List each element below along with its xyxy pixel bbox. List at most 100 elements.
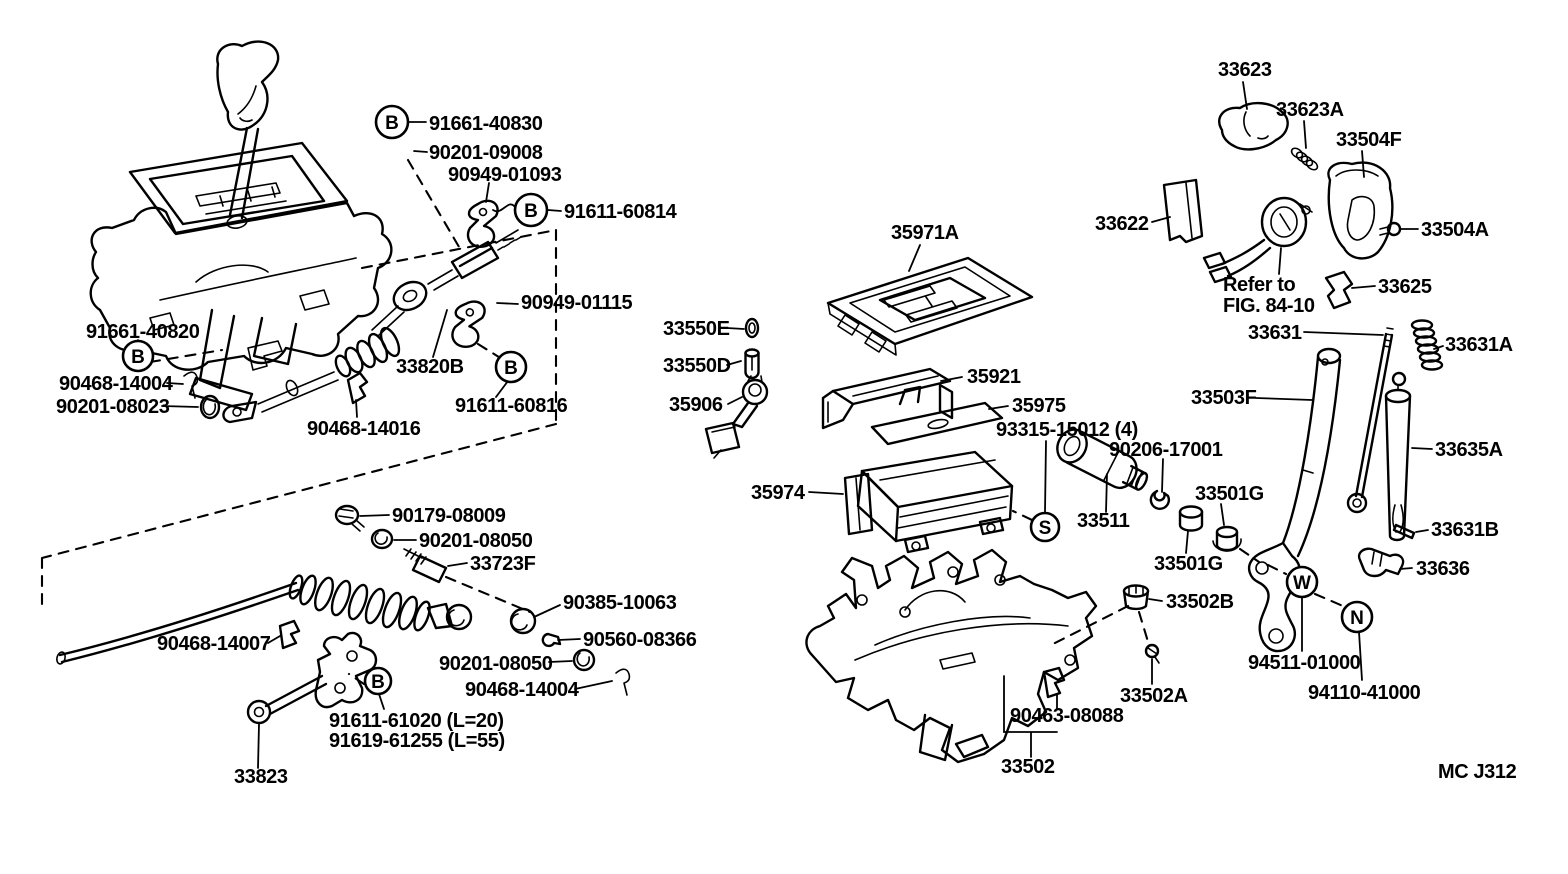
bolt-90179-08009	[334, 504, 365, 532]
part-label-33823: 33823	[234, 766, 288, 788]
part-label-90560-08366: 90560-08366	[583, 629, 697, 651]
spring-33623A-art	[1290, 147, 1319, 171]
clip-90468-14016	[346, 371, 369, 405]
drawing-code: MC J312	[1438, 761, 1517, 783]
part-label-33623A: 33623A	[1276, 99, 1344, 121]
clip-90468-14004-b	[615, 668, 631, 696]
cable-thread-tip	[495, 229, 522, 251]
cable-boot	[334, 326, 401, 378]
marker-b-5: B	[363, 666, 393, 696]
c-clip-90206-17001	[1149, 489, 1170, 511]
washer-90201-08050-b	[572, 648, 596, 672]
part-label-35906: 35906	[669, 394, 723, 416]
part-label-90385-10063: 90385-10063	[563, 592, 677, 614]
part-label-94511-01000: 94511-01000	[1248, 652, 1361, 674]
clip-90560-08366	[541, 632, 562, 648]
leader-squiggle	[492, 203, 516, 213]
part-label-33502A: 33502A	[1120, 685, 1188, 707]
part-label-35971A: 35971A	[891, 222, 959, 244]
housing-leg-right	[252, 316, 298, 366]
note-refer-to-line2: FIG. 84-10	[1223, 295, 1315, 317]
ring-33550E	[744, 317, 760, 339]
marker-circle	[121, 339, 155, 373]
part-label-33550E: 33550E	[663, 318, 730, 340]
control-cable-33820B-art	[222, 229, 522, 424]
housing-leg-left	[198, 308, 236, 390]
shift-knob-boot	[216, 40, 280, 131]
marker-b-2: B	[513, 192, 549, 228]
marker-letter: B	[385, 113, 399, 134]
marker-circle	[1340, 600, 1374, 634]
marker-letter: B	[524, 201, 538, 222]
marker-circle	[1285, 565, 1319, 599]
marker-b-1: B	[374, 104, 410, 140]
part-label-90201-08023: 90201-08023	[56, 396, 170, 418]
part-label-33820B: 33820B	[396, 356, 464, 378]
key-cylinder-art	[1202, 196, 1313, 284]
part-label-33623: 33623	[1218, 59, 1272, 81]
part-label-90468-14007: 90468-14007	[157, 633, 271, 655]
cable-eye-end	[222, 400, 258, 424]
pin-33631B-art	[1392, 523, 1416, 540]
marker-circle	[1029, 511, 1061, 543]
clamp-90949-01115-art	[451, 300, 486, 348]
screw-33723F	[403, 548, 448, 584]
solenoid-33511-art	[1056, 428, 1149, 491]
clip-90463-08088-art	[1042, 666, 1066, 699]
part-label-35975: 35975	[1012, 395, 1066, 417]
marker-letter: B	[504, 358, 518, 379]
part-label-33631: 33631	[1248, 322, 1302, 344]
part-label-33635A: 33635A	[1435, 439, 1503, 461]
part-label-33503F: 33503F	[1191, 387, 1257, 409]
marker-s-6: S	[1029, 511, 1061, 543]
part-label-33631B: 33631B	[1431, 519, 1499, 541]
part-label-90201-08050-b: 90201-08050	[439, 653, 553, 675]
part-label-33622: 33622	[1095, 213, 1149, 235]
assembly-dash-lines	[40, 158, 1345, 686]
marker-b-4: B	[494, 350, 528, 384]
cable-wire	[58, 581, 300, 664]
bracket-33823	[246, 631, 378, 725]
part-label-90201-09008: 90201-09008	[429, 142, 543, 164]
transmission-cable-33823-art	[56, 504, 631, 725]
plate-33622-art	[1162, 178, 1204, 244]
bracket-35921-art	[821, 367, 954, 430]
part-label-91661-40820: 91661-40820	[86, 321, 200, 343]
marker-w-7: W	[1285, 565, 1319, 599]
washer-90201-08023	[199, 394, 221, 420]
marker-n-8: N	[1340, 600, 1374, 634]
part-label-33511: 33511	[1077, 510, 1130, 532]
part-label-35921: 35921	[967, 366, 1021, 388]
shift-housing-base	[89, 201, 393, 371]
bracket-33502-art	[805, 548, 1098, 764]
part-label-33504F: 33504F	[1336, 129, 1402, 151]
left-small-parts-art	[183, 371, 369, 420]
clip-33625-art	[1324, 270, 1354, 310]
note-refer-to-line1: Refer to	[1223, 274, 1296, 296]
part-label-33636: 33636	[1416, 558, 1470, 580]
part-label-91661-40830: 91661-40830	[429, 113, 543, 135]
part-label-33501G-a: 33501G	[1195, 483, 1264, 505]
part-label-93315-15012: 93315-15012 (4)	[996, 419, 1138, 441]
leader-lines	[137, 81, 1444, 769]
knob-cover-33623-art	[1218, 101, 1289, 151]
part-label-90179-08009: 90179-08009	[392, 505, 506, 527]
marker-b-3: B	[121, 339, 155, 373]
marker-circle	[363, 666, 393, 696]
bushing-33501G-lower-art	[1212, 525, 1242, 552]
grommet-90385-10063	[509, 607, 537, 635]
marker-circle	[494, 350, 528, 384]
part-label-90468-14004-b: 90468-14004	[465, 679, 580, 701]
shift-lever-shaft	[228, 126, 260, 220]
plate-35975-art	[870, 385, 1004, 446]
part-label-90949-01115: 90949-01115	[521, 292, 633, 314]
clamp-90949-01093-art	[466, 199, 499, 248]
bulbs-and-lamp-art	[704, 317, 769, 459]
labels-layer: 91661-4083090201-0900890949-0109391611-6…	[56, 59, 1513, 788]
marker-letter: W	[1293, 573, 1311, 594]
shift-lever-assembly-art	[89, 40, 393, 412]
cable-grommet	[392, 280, 428, 312]
rod-33631-art	[1346, 327, 1394, 514]
clip-90468-14004-a	[183, 371, 199, 399]
